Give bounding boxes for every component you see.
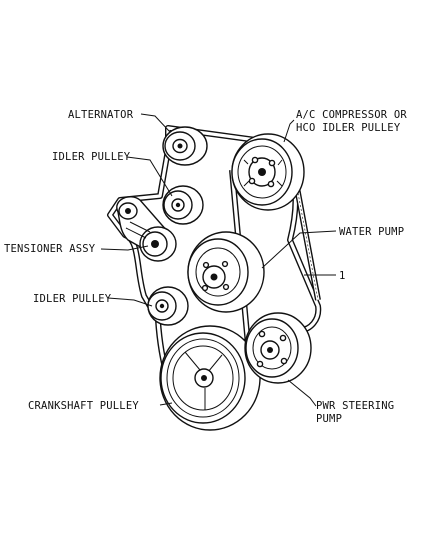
leader-ac: [283, 119, 295, 143]
tensioner-assembly: [116, 196, 177, 262]
leader-idler-upper: [126, 156, 173, 197]
label-alternator: ALTERNATOR: [68, 109, 134, 121]
leader-crankshaft: [159, 402, 173, 406]
label-ac-line2: HCO IDLER PULLEY: [296, 122, 401, 134]
label-idler-upper: IDLER PULLEY: [52, 151, 131, 163]
water-pump-pulley: [187, 231, 265, 313]
label-belt-callout: 1: [339, 270, 346, 282]
label-idler-lower: IDLER PULLEY: [33, 293, 112, 305]
leader-idler-lower: [107, 297, 153, 307]
label-water-pump: WATER PUMP: [339, 226, 404, 238]
alternator-pulley: [162, 126, 208, 166]
label-crankshaft: CRANKSHAFT PULLEY: [28, 400, 139, 412]
upper-idler-pulley: [162, 185, 204, 225]
leader-alternator: [140, 113, 171, 133]
leader-tensioner: [100, 245, 149, 251]
label-tensioner: TENSIONER ASSY: [4, 243, 96, 255]
ac-compressor-pulley: [231, 133, 305, 211]
leader-water-pump: [261, 230, 337, 269]
lower-idler-pulley: [147, 286, 189, 326]
label-pwr-line2: PUMP: [316, 413, 342, 425]
leader-lines: [100, 113, 337, 407]
leader-pwr-steering: [287, 379, 317, 407]
power-steering-pulley: [244, 312, 312, 384]
label-pwr-line1: PWR STEERING: [316, 400, 394, 412]
label-ac-line1: A/C COMPRESSOR OR: [296, 109, 407, 121]
